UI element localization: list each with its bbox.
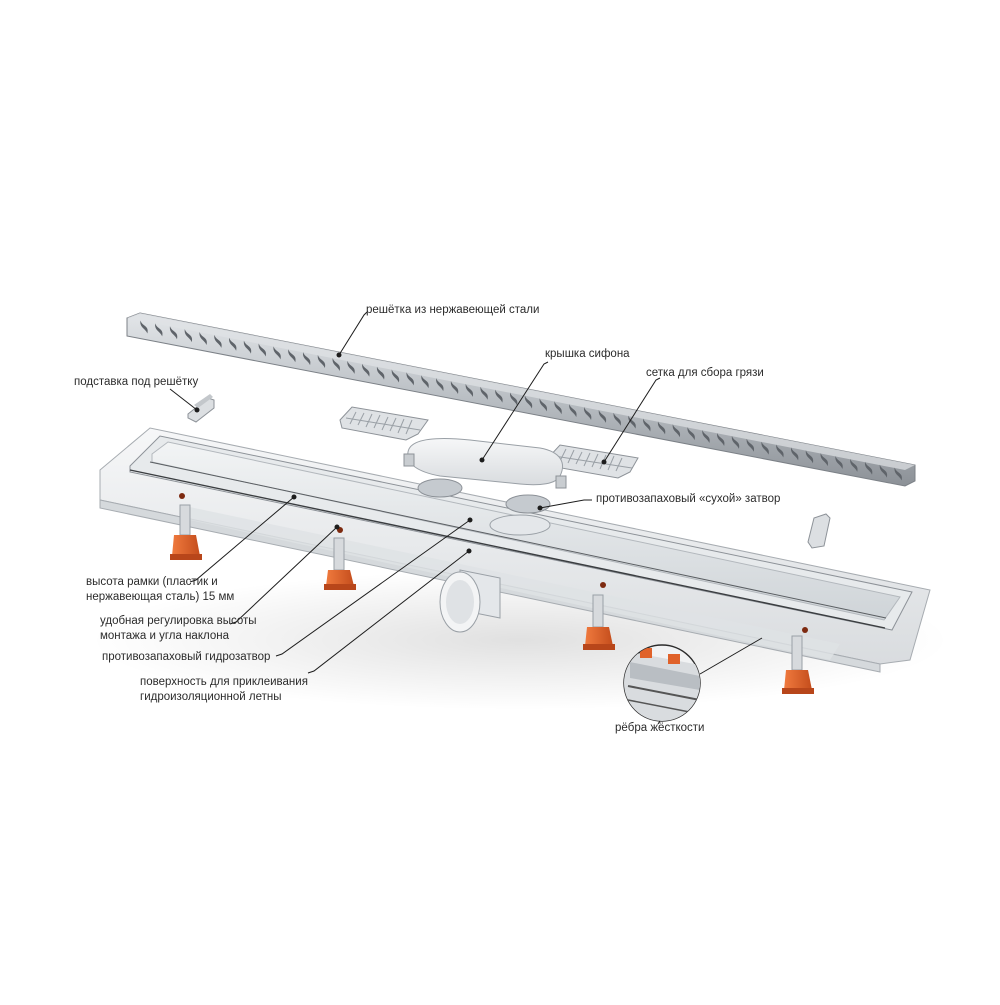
foot-2 [324,537,356,590]
label-surface-line2: гидроизоляционной летны [140,691,282,703]
grate-slot [258,343,267,357]
grate-slot [229,337,237,351]
grate-slot [554,401,562,415]
label-adjustment-line2: монтажа и угла наклона [100,630,229,642]
grate-slot [731,435,740,449]
grate-slot [317,355,326,369]
dirt-mesh-right [547,444,639,479]
label-surface: поверхность для приклеивания гидроизоляц… [140,675,308,705]
siphon-cover [403,438,567,489]
leader-lines [169,311,763,725]
grate-slot [672,424,681,438]
channel-body [99,427,931,673]
grate-slot [657,421,666,435]
label-frame-height-line1: высота рамки (пластик и [86,576,218,588]
leader-grate [336,311,368,358]
grate-stand-left [187,394,215,423]
grate-slot [184,329,193,343]
grate-slot [820,453,829,467]
grate-slot [790,447,799,461]
grate-slot [169,326,178,340]
leader-surface [307,548,472,674]
grate-slot [332,357,340,371]
label-ribs: рёбра жёсткости [615,722,705,734]
grate-slot [465,383,474,397]
grate-slot [524,395,533,409]
grate-slot [273,346,281,360]
grate-slot [155,323,163,337]
grate-slot [643,418,651,432]
grate-slot [894,467,902,481]
grate-slot [628,415,636,429]
foot-1 [170,504,202,560]
grate-slot [702,430,710,444]
label-dry-seal: противозапаховый «сухой» затвор [596,493,781,505]
leader-water-seal [275,517,473,657]
foot-3 [583,594,615,650]
grate-slot [436,378,444,392]
grate-slot [347,360,355,374]
label-adjustment: удобная регулировка высоты монтажа и угл… [100,614,257,644]
grate-slot [687,427,695,441]
grate-slot [583,406,592,420]
grate-slot [613,412,621,426]
label-grate: решётка из нержавеющей стали [366,304,540,316]
leader-dry-seal [537,499,592,511]
label-grate-stand: подставка под решётку [74,376,199,388]
grate-slot [302,352,311,366]
dirt-mesh-left [339,406,429,441]
grate-slot [835,456,843,470]
grate-slot [805,450,814,464]
grate-slot [776,444,784,458]
grate-slot [199,331,207,345]
label-siphon-cover: крышка сифона [545,348,630,360]
grate-slot [376,366,385,380]
grate-slot [140,320,148,334]
leader-ribs [657,637,763,725]
grate-slot [879,464,888,478]
grate-slot [214,334,222,348]
grate-slot [746,438,755,452]
grate-slot [362,363,370,377]
grate-slot [509,392,518,406]
grate-slot [598,409,607,423]
leader-siphon-cover [479,361,549,463]
grate-slot [539,398,548,412]
leader-adjustment [229,524,340,625]
label-dirt-mesh: сетка для сбора грязи [646,367,764,379]
leader-frame-height [189,494,297,583]
adjustable-feet [170,504,814,694]
grate-slot [495,389,503,403]
grate-slot [864,461,873,475]
grate-wave-slots [140,320,902,481]
label-surface-line1: поверхность для приклеивания [140,676,308,688]
leader-dirt-mesh [601,377,661,465]
grate-slot [717,432,725,446]
grate-slot [421,375,429,389]
label-frame-height-line2: нержавеющая сталь) 15 мм [86,591,235,603]
grate-slot [450,381,459,395]
ribs-detail-callout [623,644,701,722]
label-frame-height: высота рамки (пластик и нержавеющая стал… [86,575,234,605]
outlet-pipe [439,569,501,633]
grate-slot [243,340,252,354]
grate-slot [480,386,488,400]
grate-slot [569,404,577,418]
grate-slot [391,369,400,383]
grate-slot [850,458,858,472]
grate-stand-right [807,513,831,549]
leader-grate-stand [169,388,200,413]
grate-slot [288,349,296,363]
label-adjustment-line1: удобная регулировка высоты [100,615,257,627]
label-water-seal: противозапаховый гидрозатвор [102,651,271,663]
grate-slot [406,372,414,386]
grate-slot [761,441,769,455]
foot-4 [782,635,814,694]
